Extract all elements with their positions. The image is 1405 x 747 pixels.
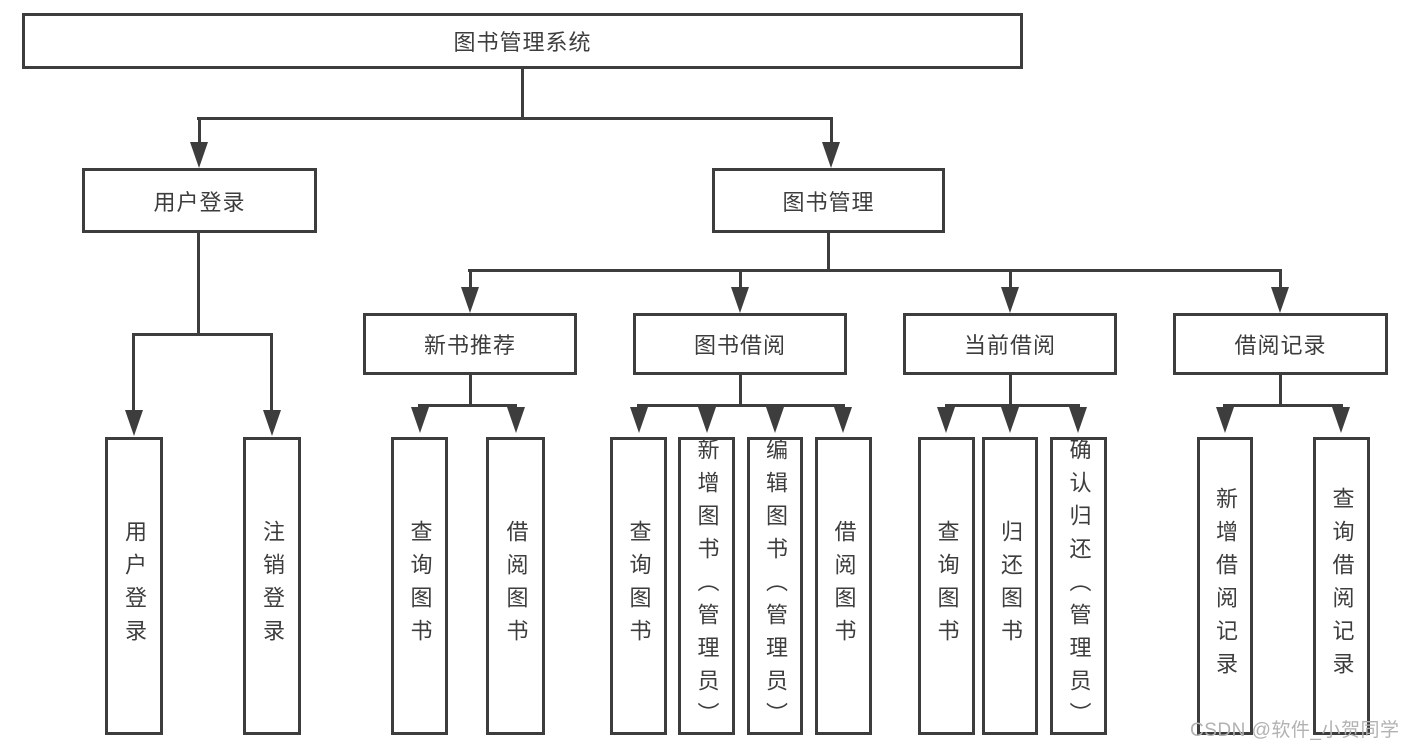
leaf-label: 归还图书 <box>998 520 1023 652</box>
leaf-label: 查询借阅记录 <box>1329 487 1355 685</box>
connector-line <box>827 233 830 271</box>
connector-line <box>637 404 845 407</box>
connector-line <box>945 404 1080 407</box>
node-book-management: 图书管理 <box>712 168 945 233</box>
leaf-label: 注销登录 <box>260 520 285 652</box>
leaf-add-books-admin: 新增图书（管理员） <box>678 437 735 735</box>
leaf-query-books-borrowing: 查询图书 <box>610 437 667 735</box>
leaf-label: 查询图书 <box>407 520 433 652</box>
connector-line <box>132 333 135 411</box>
arrow-down-icon <box>1271 287 1289 313</box>
arrow-down-icon <box>630 407 648 433</box>
node-label: 当前借阅 <box>963 333 1056 358</box>
leaf-user-login: 用户登录 <box>105 437 163 735</box>
leaf-label: 新增借阅记录 <box>1213 487 1238 685</box>
leaf-borrow-books-recommend: 借阅图书 <box>486 437 545 735</box>
connector-line <box>270 333 273 411</box>
connector-line <box>739 375 742 406</box>
arrow-down-icon <box>125 410 143 436</box>
leaf-query-books-recommend: 查询图书 <box>391 437 448 735</box>
leaf-borrow-books: 借阅图书 <box>815 437 872 735</box>
arrow-down-icon <box>822 142 840 168</box>
leaf-logout-login: 注销登录 <box>243 437 301 735</box>
connector-line <box>197 233 200 336</box>
arrow-down-icon <box>190 142 208 168</box>
arrow-down-icon <box>461 287 479 313</box>
connector-line <box>1009 375 1012 406</box>
connector-line <box>418 404 517 407</box>
connector-line <box>132 333 273 336</box>
leaf-label: 新增图书（管理员） <box>694 437 720 735</box>
arrow-down-icon <box>834 407 852 433</box>
node-borrowing-records: 借阅记录 <box>1173 313 1388 375</box>
arrow-down-icon <box>1069 407 1087 433</box>
connector-line <box>468 269 1282 272</box>
leaf-label: 用户登录 <box>122 520 147 652</box>
connector-line <box>469 375 472 406</box>
connector-line <box>1009 269 1012 289</box>
arrow-down-icon <box>411 407 429 433</box>
connector-line <box>1223 404 1343 407</box>
arrow-down-icon <box>1001 407 1019 433</box>
connector-line <box>830 117 833 144</box>
arrow-down-icon <box>731 287 749 313</box>
node-label: 借阅记录 <box>1234 333 1327 358</box>
node-book-borrowing: 图书借阅 <box>633 313 847 375</box>
leaf-confirm-return-admin: 确认归还（管理员） <box>1050 437 1107 735</box>
connector-line <box>469 269 472 289</box>
watermark: CSDN @软件_小贺同学 <box>1190 720 1400 741</box>
connector-line <box>739 269 742 289</box>
arrow-down-icon <box>1216 407 1234 433</box>
leaf-label: 借阅图书 <box>831 520 857 652</box>
arrow-down-icon <box>937 407 955 433</box>
leaf-label: 借阅图书 <box>503 520 529 652</box>
node-library-management-system: 图书管理系统 <box>22 13 1023 69</box>
connector-line <box>1279 375 1282 406</box>
node-label: 图书管理系统 <box>453 30 592 55</box>
connector-line <box>521 67 524 119</box>
arrow-down-icon <box>507 407 525 433</box>
leaf-label: 确认归还（管理员） <box>1066 437 1092 735</box>
leaf-label: 查询图书 <box>934 520 960 652</box>
connector-line <box>1279 269 1282 289</box>
node-user-login: 用户登录 <box>82 168 317 233</box>
arrow-down-icon <box>698 407 716 433</box>
node-label: 新书推荐 <box>423 333 516 358</box>
leaf-label: 编辑图书（管理员） <box>763 437 788 735</box>
leaf-edit-books-admin: 编辑图书（管理员） <box>747 437 803 735</box>
node-current-borrowing: 当前借阅 <box>903 313 1117 375</box>
arrow-down-icon <box>1332 407 1350 433</box>
node-label: 用户登录 <box>153 189 246 215</box>
node-label: 图书管理 <box>782 189 875 215</box>
leaf-query-books-current: 查询图书 <box>918 437 975 735</box>
connector-line <box>198 117 201 144</box>
leaf-label: 查询图书 <box>626 520 652 652</box>
leaf-query-borrowing-record: 查询借阅记录 <box>1313 437 1370 735</box>
arrow-down-icon <box>1001 287 1019 313</box>
connector-line <box>197 117 833 120</box>
arrow-down-icon <box>766 407 784 433</box>
arrow-down-icon <box>263 410 281 436</box>
leaf-return-books: 归还图书 <box>982 437 1038 735</box>
leaf-add-borrowing-record: 新增借阅记录 <box>1197 437 1253 735</box>
node-label: 图书借阅 <box>693 333 786 358</box>
node-new-book-recommendation: 新书推荐 <box>363 313 577 375</box>
